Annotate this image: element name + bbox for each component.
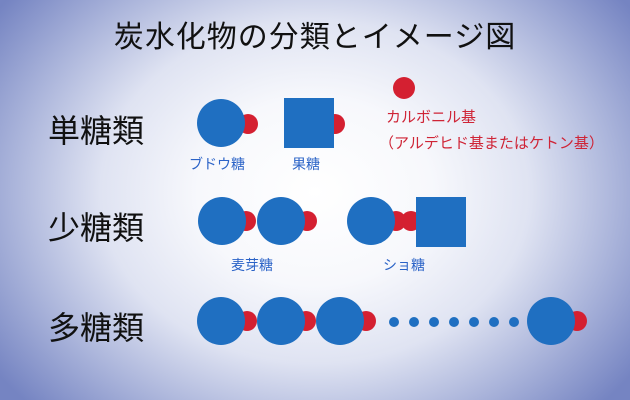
ring-circle (197, 297, 245, 345)
maltose-molecule (198, 197, 317, 245)
chain-dot (489, 317, 499, 327)
label-fructose: 果糖 (292, 157, 320, 173)
label-glucose: ブドウ糖 (189, 157, 245, 173)
page-title: 炭水化物の分類とイメージ図 (113, 20, 517, 55)
polysaccharide-chain (197, 297, 587, 345)
carbonyl-legend-dot (393, 77, 415, 99)
ring-circle (197, 99, 245, 147)
chain-dot (449, 317, 459, 327)
label-sucrose: ショ糖 (383, 258, 425, 274)
chain-dot (429, 317, 439, 327)
ring-circle (257, 297, 305, 345)
chain-dot (409, 317, 419, 327)
legend-carbonyl-label: カルボニル基 (386, 108, 477, 126)
ring-circle (198, 197, 246, 245)
ring-circle (347, 197, 395, 245)
row-label-oligosaccharides: 少糖類 (48, 209, 145, 247)
row-label-monosaccharides: 単糖類 (48, 112, 145, 150)
chain-dot (509, 317, 519, 327)
ring-circle (527, 297, 575, 345)
chain-dot (469, 317, 479, 327)
label-maltose: 麦芽糖 (231, 258, 273, 274)
row-label-polysaccharides: 多糖類 (48, 309, 145, 347)
legend-carbonyl-detail: （アルデヒド基またはケトン基） (379, 134, 604, 152)
ring-circle (257, 197, 305, 245)
sucrose-molecule (347, 197, 466, 247)
ring-square (416, 197, 466, 247)
fructose-molecule (284, 98, 345, 148)
ring-circle (316, 297, 364, 345)
ring-square (284, 98, 334, 148)
glucose-molecule (197, 99, 258, 147)
chain-dot (389, 317, 399, 327)
